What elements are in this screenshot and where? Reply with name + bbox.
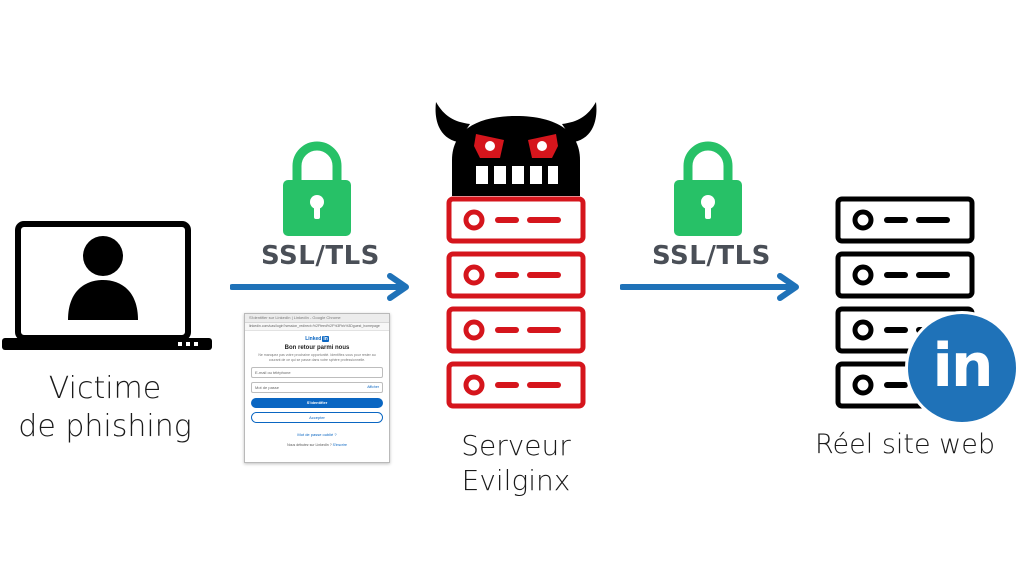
window-title-bar: S'identifier sur LinkedIn | LinkedIn - G… <box>245 314 389 323</box>
lock-icon <box>674 141 742 236</box>
victim-label: Victime de phishing <box>18 371 192 444</box>
lock-icon <box>283 141 351 236</box>
linkedin-icon: in <box>905 311 1019 425</box>
alt-signin-button[interactable]: Accepter <box>251 412 383 423</box>
evilginx-server-icon <box>446 196 586 409</box>
join-link[interactable]: S'inscrire <box>332 443 347 447</box>
victim-laptop-icon <box>2 221 212 350</box>
arrow-right-icon <box>620 273 799 301</box>
phishing-login-window: S'identifier sur LinkedIn | LinkedIn - G… <box>244 313 390 463</box>
email-field[interactable]: E-mail ou téléphone <box>251 367 383 378</box>
forgot-password-link[interactable]: Mot de passe oublié ? <box>297 432 337 437</box>
server-label: Serveur Evilginx <box>461 429 571 497</box>
address-bar[interactable]: linkedin.com/uas/login?session_redirect=… <box>245 323 389 331</box>
linkedin-icon-text: in <box>932 331 993 401</box>
show-password-link[interactable]: Afficher <box>367 385 379 389</box>
login-subtitle: Ne manquez pas votre prochaine opportuni… <box>258 353 376 362</box>
login-heading: Bon retour parmi nous <box>284 345 350 351</box>
user-icon <box>68 236 138 320</box>
signin-button[interactable]: S'identifier <box>251 398 383 408</box>
arrow-right-icon <box>230 273 409 301</box>
ssl-tls-label-right: SSL/TLS <box>652 241 771 271</box>
real-site-label: Réel site web <box>814 429 996 460</box>
join-text: Nous débutez sur LinkedIn ? S'inscrire <box>287 443 347 447</box>
ssl-tls-label-left: SSL/TLS <box>261 241 380 271</box>
demon-icon <box>435 102 597 196</box>
